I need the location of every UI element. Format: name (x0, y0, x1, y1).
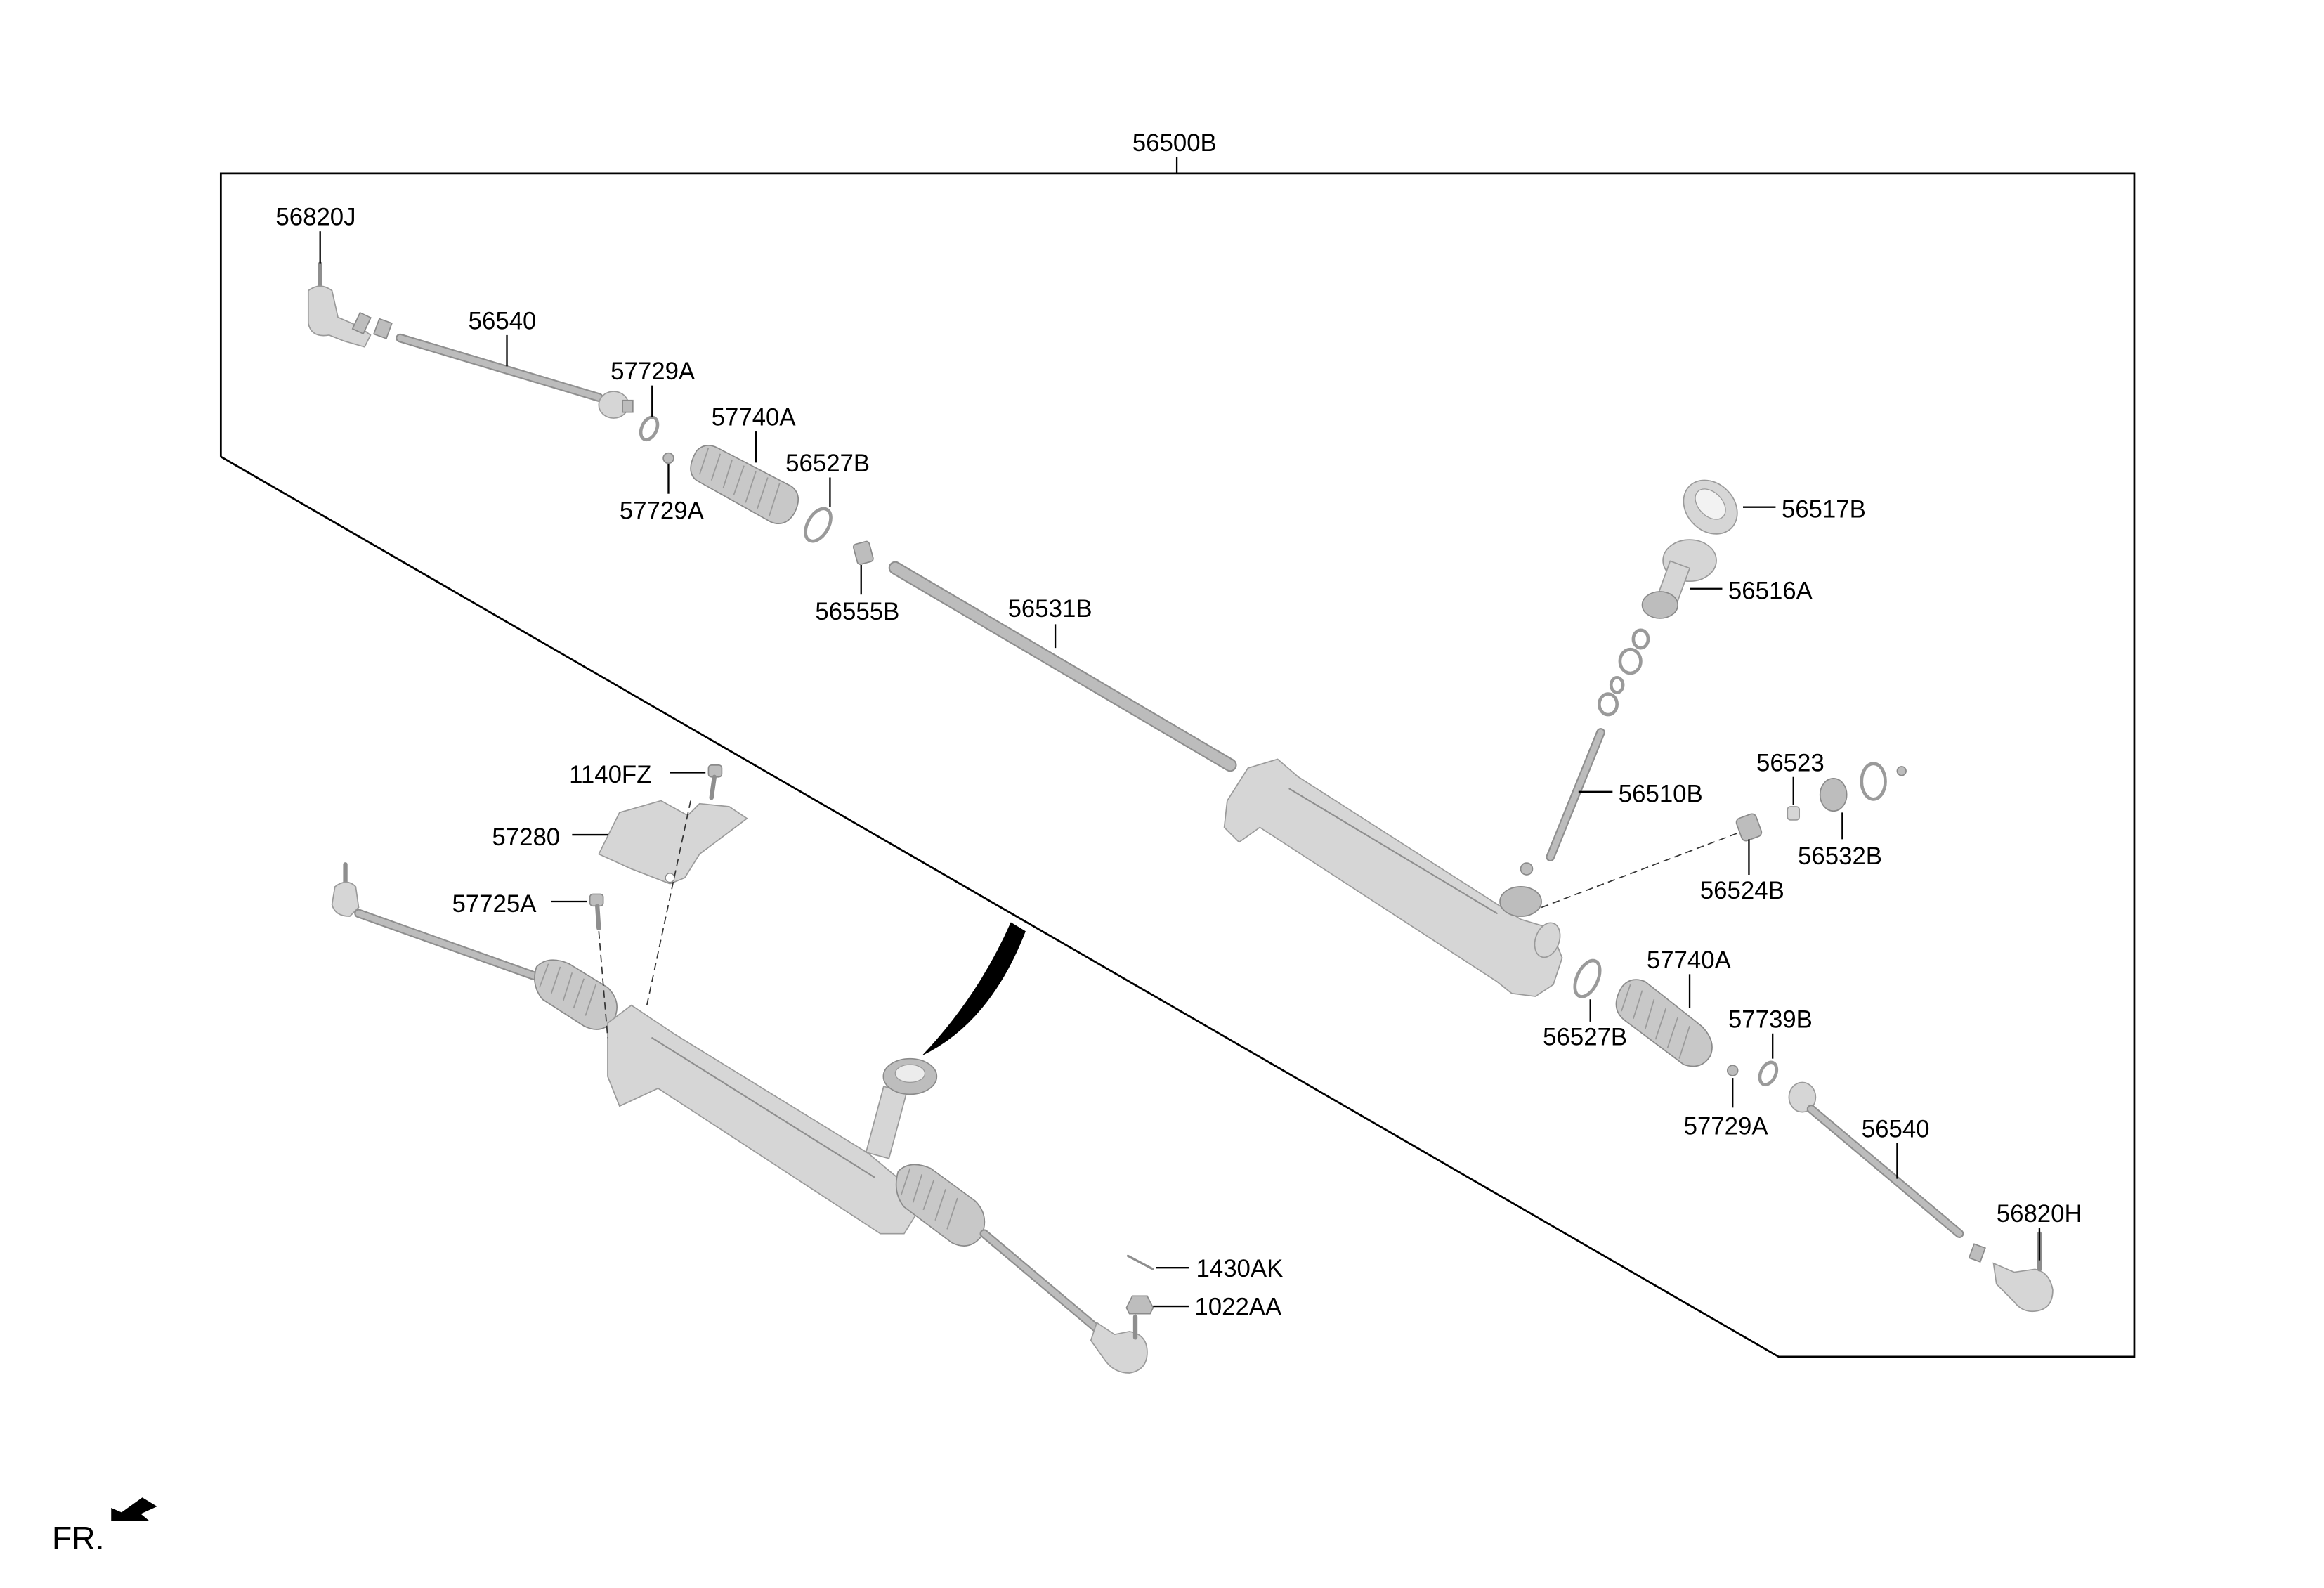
callout-56820H[interactable]: 56820H (1997, 1200, 2082, 1228)
callout-56531B[interactable]: 56531B (1008, 595, 1092, 623)
callout-57729A-lower[interactable]: 57729A (620, 497, 705, 525)
bolt-upper-part[interactable] (707, 764, 723, 800)
rack-bushing-part[interactable] (852, 540, 874, 566)
jam-nut-left[interactable] (372, 318, 393, 339)
bellows-right-part[interactable] (1615, 979, 1713, 1067)
callout-57280[interactable]: 57280 (492, 824, 560, 851)
heat-protector-part[interactable] (598, 800, 748, 885)
tie-rod-end-left-part[interactable] (307, 261, 372, 348)
jam-nut-right[interactable] (1968, 1243, 1986, 1263)
bolt-lower-part[interactable] (589, 893, 604, 931)
pointer-wedge (922, 922, 1026, 1056)
callout-56517B[interactable]: 56517B (1782, 495, 1866, 523)
band-left[interactable] (800, 505, 836, 546)
callout-56524B[interactable]: 56524B (1700, 877, 1784, 904)
lock-washer-right[interactable] (1756, 1060, 1780, 1088)
callout-56540-right[interactable]: 56540 (1862, 1116, 1930, 1143)
callout-56555B[interactable]: 56555B (815, 598, 899, 625)
callout-57740A-right[interactable]: 57740A (1647, 946, 1732, 974)
callout-56527B-right[interactable]: 56527B (1543, 1024, 1627, 1051)
yoke-plug-part[interactable] (1819, 777, 1848, 812)
rack-housing-part[interactable] (1223, 758, 1565, 997)
callout-57729A-top[interactable]: 57729A (611, 358, 696, 385)
castle-nut-part[interactable] (1125, 1295, 1154, 1315)
callout-56540-left[interactable]: 56540 (469, 307, 537, 334)
inner-tie-rod-right-part[interactable] (1788, 1081, 1964, 1238)
pinion-part[interactable] (1520, 728, 1605, 876)
split-pin-part[interactable] (1126, 1254, 1154, 1270)
clip-right[interactable] (1727, 1065, 1739, 1076)
bellows-left-part[interactable] (690, 445, 799, 524)
callout-57739B[interactable]: 57739B (1728, 1005, 1813, 1033)
callout-56500B[interactable]: 56500B (1132, 129, 1217, 157)
callout-56820J[interactable]: 56820J (275, 204, 355, 231)
yoke-cap[interactable] (1896, 766, 1907, 776)
callout-57725A[interactable]: 57725A (452, 890, 537, 918)
support-yoke-part[interactable] (1735, 813, 1763, 842)
front-label: FR. (52, 1520, 105, 1556)
spring-part[interactable] (1787, 806, 1801, 821)
clip-left[interactable] (662, 452, 674, 464)
rack-part[interactable] (888, 561, 1237, 772)
front-direction-indicator: FR. (52, 1497, 157, 1556)
callout-56532B[interactable]: 56532B (1798, 842, 1882, 870)
bearing-stack[interactable] (1598, 628, 1650, 717)
inner-tie-rod-left-part[interactable] (396, 333, 634, 419)
yoke-ring[interactable] (1860, 762, 1887, 801)
assembly-frame (219, 157, 2136, 1358)
assembled-gear-part[interactable] (331, 862, 1148, 1374)
dust-cover-part[interactable] (1673, 469, 1748, 545)
callout-56523[interactable]: 56523 (1756, 749, 1824, 776)
pinion-housing-part[interactable] (1641, 539, 1717, 619)
tie-rod-end-right-part[interactable] (1992, 1231, 2054, 1313)
lock-washer-left[interactable] (637, 415, 660, 443)
callout-56527B-left[interactable]: 56527B (785, 450, 870, 477)
callout-1430AK[interactable]: 1430AK (1196, 1255, 1284, 1282)
callout-1140FZ[interactable]: 1140FZ (569, 761, 651, 788)
assembly-line-bolt-lower (598, 931, 608, 1039)
callout-56510B[interactable]: 56510B (1619, 781, 1703, 808)
band-right[interactable] (1570, 957, 1605, 1001)
front-arrow-icon (111, 1497, 157, 1522)
callout-56516A[interactable]: 56516A (1728, 578, 1813, 605)
callout-57740A-left[interactable]: 57740A (712, 404, 797, 431)
callout-57729A-right[interactable]: 57729A (1684, 1112, 1769, 1140)
callout-1022AA[interactable]: 1022AA (1194, 1294, 1282, 1321)
